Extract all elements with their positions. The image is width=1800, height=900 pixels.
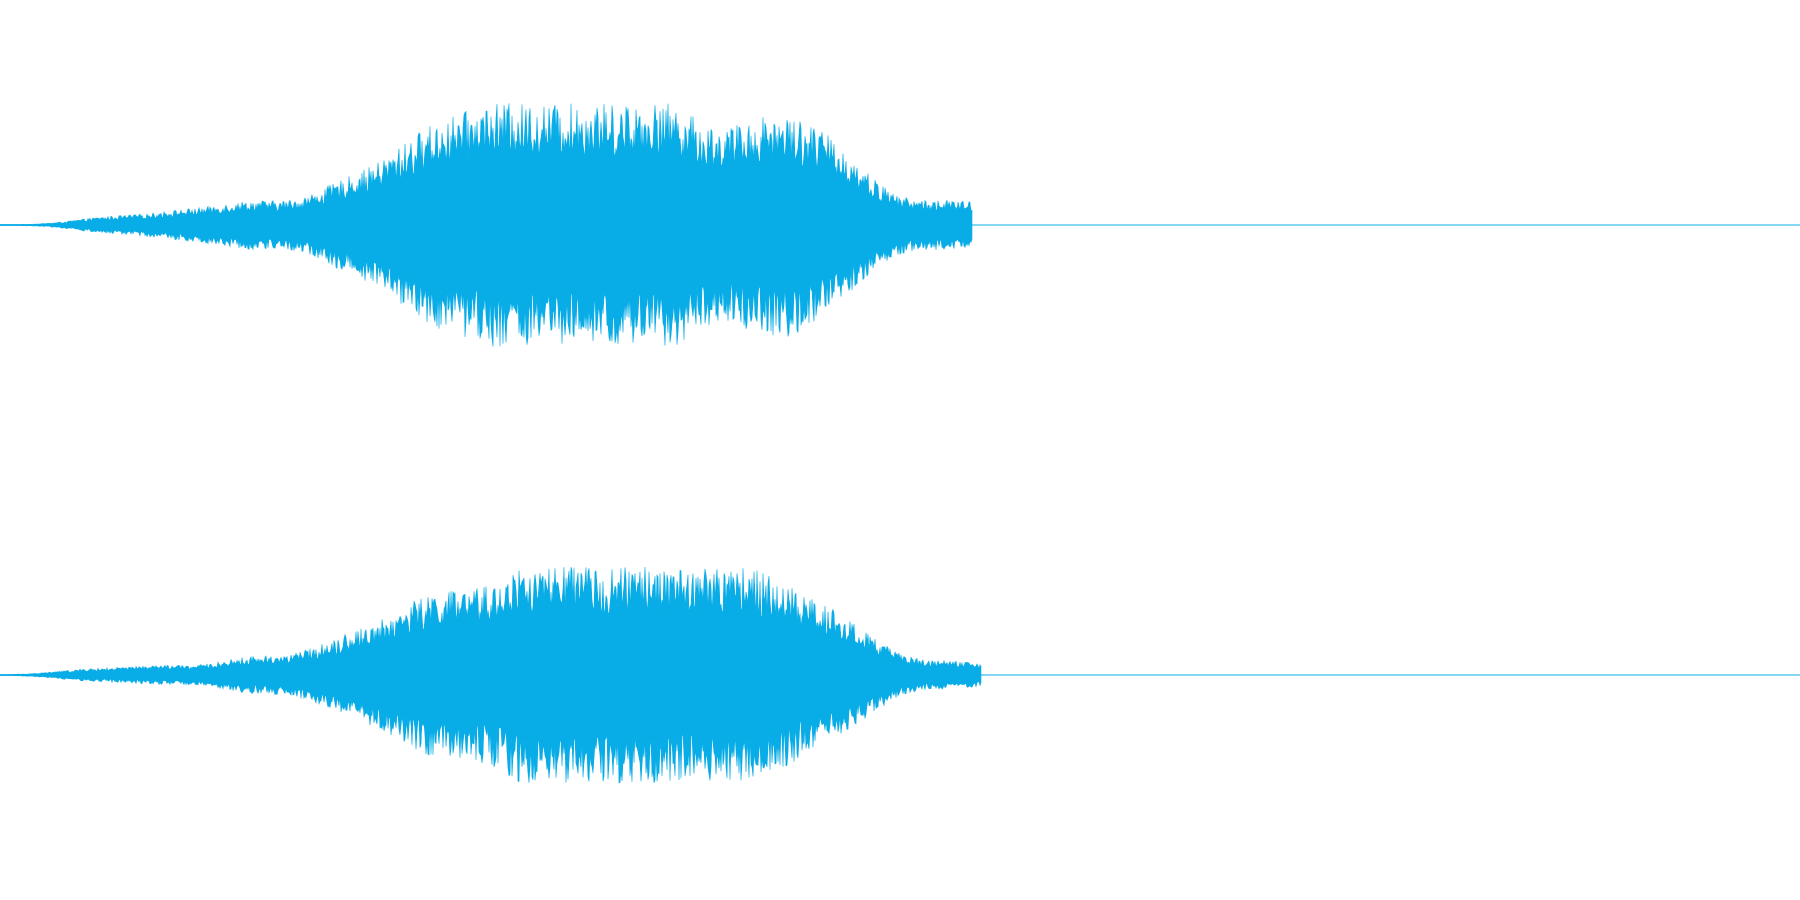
channel-1-amplitude	[0, 103, 973, 347]
channel-1-waveform	[0, 103, 1800, 347]
channel-2-amplitude	[0, 566, 982, 784]
channel-2-waveform	[0, 566, 1800, 784]
